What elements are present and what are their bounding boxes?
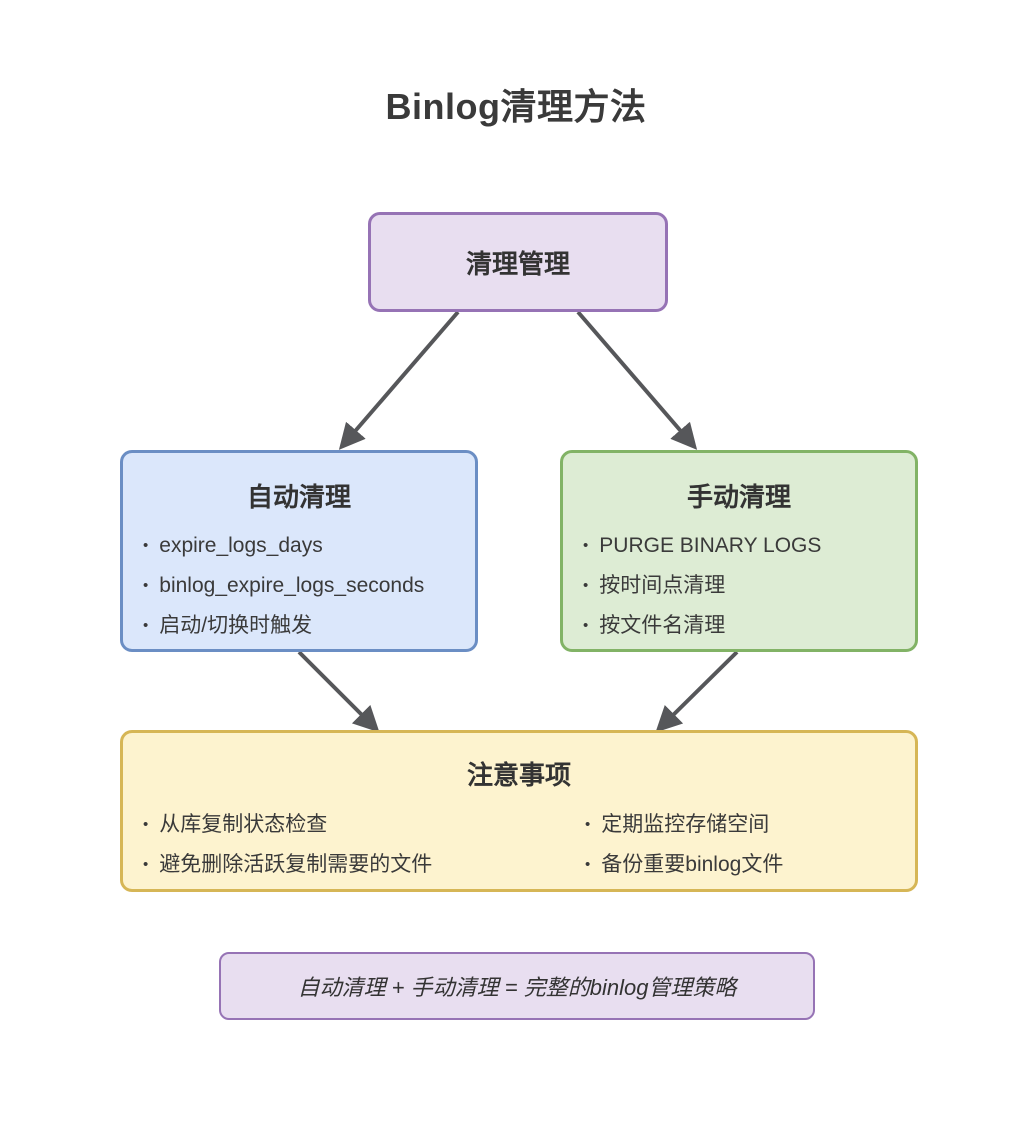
edge-root-to-manual <box>576 310 698 450</box>
node-precautions-title: 注意事项 <box>466 760 571 790</box>
edge-auto-to-notes <box>297 650 380 733</box>
bullet-icon: • <box>585 856 591 873</box>
list-item-label: 按时间点清理 <box>599 574 726 597</box>
node-summary-note: 自动清理 + 手动清理 = 完整的binlog管理策略 <box>219 952 815 1020</box>
bullet-icon: • <box>585 816 591 833</box>
bullet-icon: • <box>143 577 149 594</box>
list-item-label: 启动/切换时触发 <box>159 614 313 637</box>
list-item: • 按时间点清理 <box>583 566 915 606</box>
list-item-label: 避免删除活跃复制需要的文件 <box>159 853 433 876</box>
list-item: • 定期监控存储空间 <box>585 805 783 845</box>
list-item-label: binlog_expire_logs_seconds <box>159 574 425 597</box>
list-item: • expire_logs_days <box>143 526 475 566</box>
bullet-icon: • <box>583 537 589 554</box>
list-item: • 启动/切换时触发 <box>143 606 475 646</box>
edge-manual-to-notes <box>655 650 739 733</box>
precautions-left-column: • 从库复制状态检查 • 避免删除活跃复制需要的文件 <box>123 805 432 885</box>
list-item-label: 从库复制状态检查 <box>159 813 328 836</box>
manual-cleanup-list: • PURGE BINARY LOGS • 按时间点清理 • 按文件名清理 <box>563 526 915 646</box>
node-manual-cleanup: 手动清理 • PURGE BINARY LOGS • 按时间点清理 • 按文件名清理 <box>560 450 918 652</box>
precautions-left-list: • 从库复制状态检查 • 避免删除活跃复制需要的文件 <box>123 805 432 885</box>
bullet-icon: • <box>143 856 149 873</box>
list-item: • 避免删除活跃复制需要的文件 <box>143 845 432 885</box>
bullet-icon: • <box>583 617 589 634</box>
list-item: • 按文件名清理 <box>583 606 915 646</box>
list-item: • 备份重要binlog文件 <box>585 845 783 885</box>
list-item-label: PURGE BINARY LOGS <box>599 534 822 557</box>
node-cleanup-management-label: 清理管理 <box>465 248 570 279</box>
node-precautions: 注意事项 • 从库复制状态检查 • 避免删除活跃复制需要的文件 • 定期监控存储空间 <box>120 730 918 892</box>
list-item: • 从库复制状态检查 <box>143 805 432 845</box>
auto-cleanup-list: • expire_logs_days • binlog_expire_logs_se… <box>123 526 475 646</box>
list-item-label: expire_logs_days <box>159 534 323 557</box>
node-manual-cleanup-title: 手动清理 <box>686 482 791 512</box>
bullet-icon: • <box>143 617 149 634</box>
list-item-label: 备份重要binlog文件 <box>601 853 784 876</box>
list-item: • binlog_expire_logs_seconds <box>143 566 475 606</box>
list-item-label: 定期监控存储空间 <box>601 813 770 836</box>
precautions-right-column: • 定期监控存储空间 • 备份重要binlog文件 <box>565 805 783 885</box>
bullet-icon: • <box>143 816 149 833</box>
edge-root-to-auto <box>338 310 460 450</box>
node-auto-cleanup-title: 自动清理 <box>246 482 351 512</box>
node-cleanup-management: 清理管理 <box>368 212 668 312</box>
diagram-title: Binlog清理方法 <box>385 86 647 127</box>
node-auto-cleanup: 自动清理 • expire_logs_days • binlog_expire_lo… <box>120 450 478 652</box>
bullet-icon: • <box>583 577 589 594</box>
node-summary-label: 自动清理 + 手动清理 = 完整的binlog管理策略 <box>297 975 737 1000</box>
precautions-right-list: • 定期监控存储空间 • 备份重要binlog文件 <box>565 805 783 885</box>
list-item: • PURGE BINARY LOGS <box>583 526 915 566</box>
list-item-label: 按文件名清理 <box>599 614 726 637</box>
bullet-icon: • <box>143 537 149 554</box>
